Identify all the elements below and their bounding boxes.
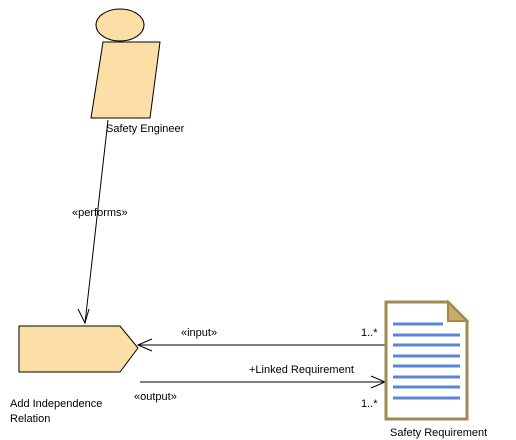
- add-independence-relation-activity[interactable]: [18, 325, 139, 373]
- performs-arrowhead: [77, 308, 90, 325]
- safety-engineer-label: Safety Engineer: [106, 123, 185, 135]
- output-edge[interactable]: [140, 375, 387, 389]
- safety-requirement-document[interactable]: [384, 299, 470, 421]
- document-sheet: [384, 300, 469, 421]
- input-multiplicity: 1..*: [361, 327, 378, 339]
- document-text-lines: [393, 322, 460, 400]
- performs-line: [84, 119, 109, 324]
- input-arrowhead: [136, 338, 153, 352]
- input-stereotype: «input»: [181, 327, 217, 339]
- safety-engineer-actor[interactable]: [90, 8, 161, 119]
- output-stereotype: «output»: [134, 391, 177, 403]
- output-multiplicity: 1..*: [361, 398, 378, 410]
- performs-edge[interactable]: [77, 119, 109, 325]
- document-fold: [447, 299, 470, 322]
- actor-body: [90, 41, 161, 119]
- output-role: +Linked Requirement: [249, 364, 354, 376]
- performs-stereotype: «performs»: [72, 207, 128, 219]
- activity-label-line2: Relation: [10, 413, 50, 425]
- safety-requirement-label: Safety Requirement: [390, 427, 487, 439]
- input-edge[interactable]: [136, 338, 386, 352]
- activity-label-line1: Add Independence: [10, 398, 102, 410]
- actor-head: [95, 8, 145, 42]
